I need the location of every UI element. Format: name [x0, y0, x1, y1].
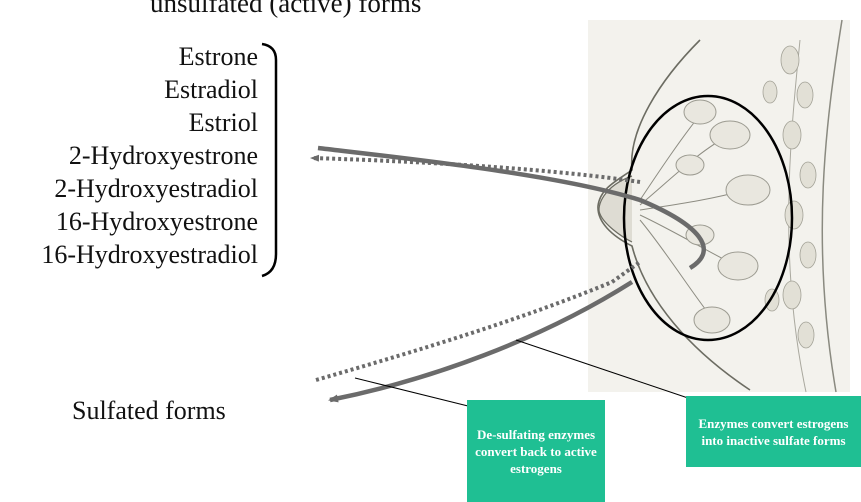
sulfated-outgoing-arrow — [330, 282, 632, 400]
sulfated-forms-label: Sulfated forms — [72, 396, 226, 426]
breast-illustration — [588, 20, 850, 392]
sulfating-callout: Enzymes convert estrogens into inactive … — [686, 396, 861, 467]
desulfating-callout: De-sulfating enzymes convert back to act… — [467, 400, 605, 502]
grouping-brace — [262, 44, 276, 276]
